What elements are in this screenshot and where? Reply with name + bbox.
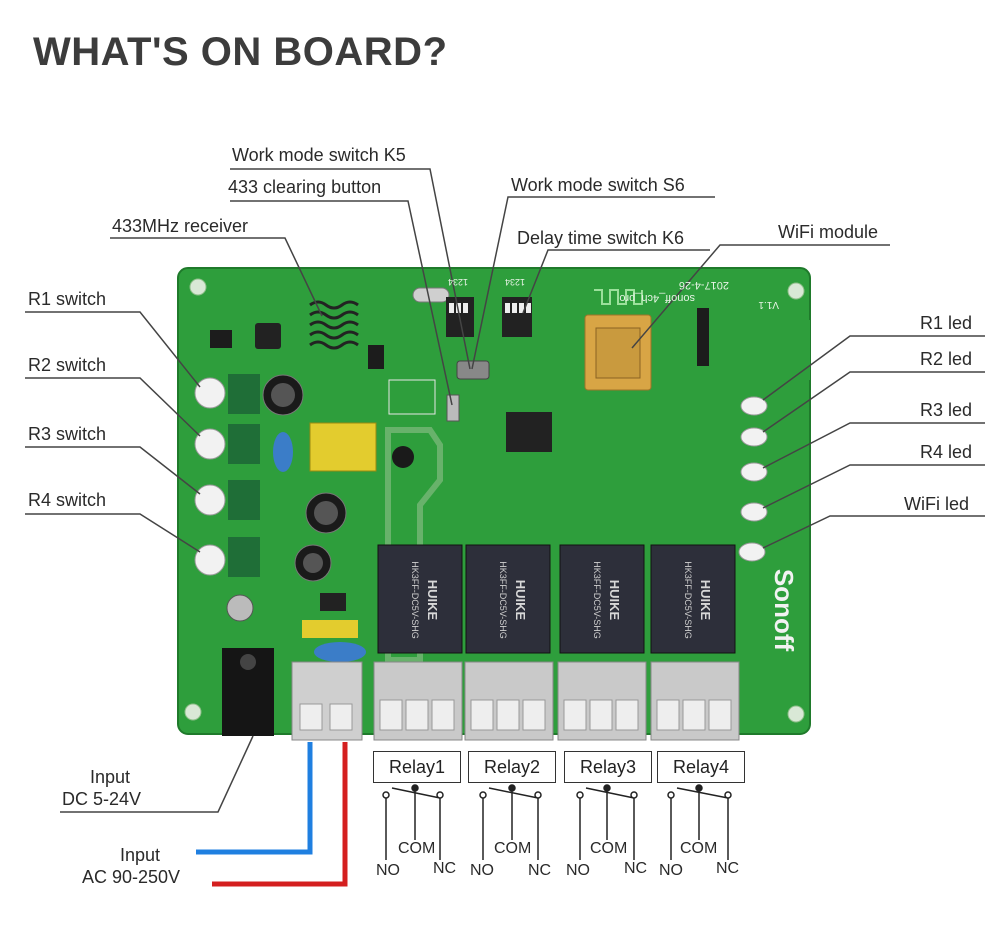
mounting-hole: [189, 278, 207, 296]
switch-r3: [194, 480, 260, 520]
relay-block-4: [650, 544, 740, 741]
label-wifi-led: WiFi led: [904, 494, 970, 514]
relay2-no: NO: [470, 862, 494, 879]
relay-block-1: [373, 544, 463, 741]
dip-label-k5: 1234: [448, 277, 468, 287]
clearing-button: [446, 394, 460, 422]
page-title: WHAT'S ON BOARD?: [33, 30, 448, 74]
relay3-label: Relay3: [564, 751, 652, 783]
board-version: V1.1: [758, 299, 779, 310]
relay-symbol-3: [576, 784, 638, 860]
relay-model: HK3FF-DC5V-SHG: [592, 561, 602, 639]
relay4-nc: NC: [716, 860, 740, 877]
label-wifi-module: WiFi module: [778, 222, 879, 242]
switch-r2: [194, 424, 260, 464]
led-wifi: [738, 542, 766, 562]
label-delay-k6: Delay time switch K6: [517, 228, 685, 248]
relay1-no: NO: [376, 862, 400, 879]
label-r2-led: R2 led: [920, 349, 973, 369]
led-r4: [740, 502, 768, 522]
label-r4-led: R4 led: [920, 442, 973, 462]
label-r3-switch: R3 switch: [28, 424, 107, 444]
label-input-dc-1: Input: [90, 767, 131, 787]
dip-label-k6: 1234: [505, 277, 525, 287]
relay-brand: HUIKE: [513, 580, 528, 621]
label-work-mode-s6: Work mode switch S6: [511, 175, 685, 195]
relay1-label: Relay1: [373, 751, 461, 783]
led-r2: [740, 427, 768, 447]
relay1-com: COM: [398, 840, 436, 857]
relay-symbol-4: [667, 784, 732, 860]
relay-model: HK3FF-DC5V-SHG: [410, 561, 420, 639]
switch-r4: [194, 537, 260, 577]
mounting-hole: [787, 282, 805, 300]
relay1-nc: NC: [433, 860, 457, 877]
label-work-mode-k5: Work mode switch K5: [232, 145, 406, 165]
relay-model: HK3FF-DC5V-SHG: [498, 561, 508, 639]
relay-model: HK3FF-DC5V-SHG: [683, 561, 693, 639]
label-input-ac-1: Input: [120, 845, 161, 865]
label-r1-led: R1 led: [920, 313, 973, 333]
mcu-chip: [506, 412, 552, 452]
board-date: 2017-4-26: [679, 279, 729, 291]
receiver-433mhz: [309, 300, 359, 350]
transformer: [309, 422, 377, 472]
brand-logo: Sonoff: [769, 569, 799, 652]
relay3-nc: NC: [624, 860, 648, 877]
capacitor: [226, 594, 254, 622]
label-receiver: 433MHz receiver: [112, 216, 249, 236]
dc-jack: [222, 648, 274, 736]
wire-blue: [196, 742, 313, 855]
relay2-nc: NC: [528, 862, 552, 879]
relay-symbol-1: [382, 784, 444, 860]
led-r3: [740, 462, 768, 482]
relay-block-3: [557, 544, 647, 741]
relay-brand: HUIKE: [698, 580, 713, 621]
wifi-module: [584, 289, 652, 391]
label-r2-switch: R2 switch: [28, 355, 107, 375]
relay-brand: HUIKE: [607, 580, 622, 621]
relay2-com: COM: [494, 840, 532, 857]
label-clearing-button: 433 clearing button: [228, 177, 382, 197]
label-r3-led: R3 led: [920, 400, 973, 420]
label-r1-switch: R1 switch: [28, 289, 107, 309]
label-input-dc-2: DC 5-24V: [62, 789, 142, 809]
relay4-no: NO: [659, 862, 683, 879]
label-r4-switch: R4 switch: [28, 490, 107, 510]
led-r1: [740, 396, 768, 416]
relay3-com: COM: [590, 840, 628, 857]
relay3-no: NO: [566, 862, 590, 879]
wire-red: [212, 742, 348, 887]
mounting-hole: [184, 703, 202, 721]
switch-r1: [194, 374, 260, 414]
relay4-com: COM: [680, 840, 718, 857]
relay-brand: HUIKE: [425, 580, 440, 621]
ac-terminal: [291, 661, 363, 741]
label-input-ac-2: AC 90-250V: [82, 867, 181, 887]
relay-symbol-2: [479, 784, 542, 860]
relay4-label: Relay4: [657, 751, 745, 783]
mounting-hole: [787, 705, 805, 723]
relay-block-2: [464, 544, 554, 741]
board-name: sonoff_4ch_pro: [619, 292, 695, 304]
relay2-label: Relay2: [468, 751, 556, 783]
